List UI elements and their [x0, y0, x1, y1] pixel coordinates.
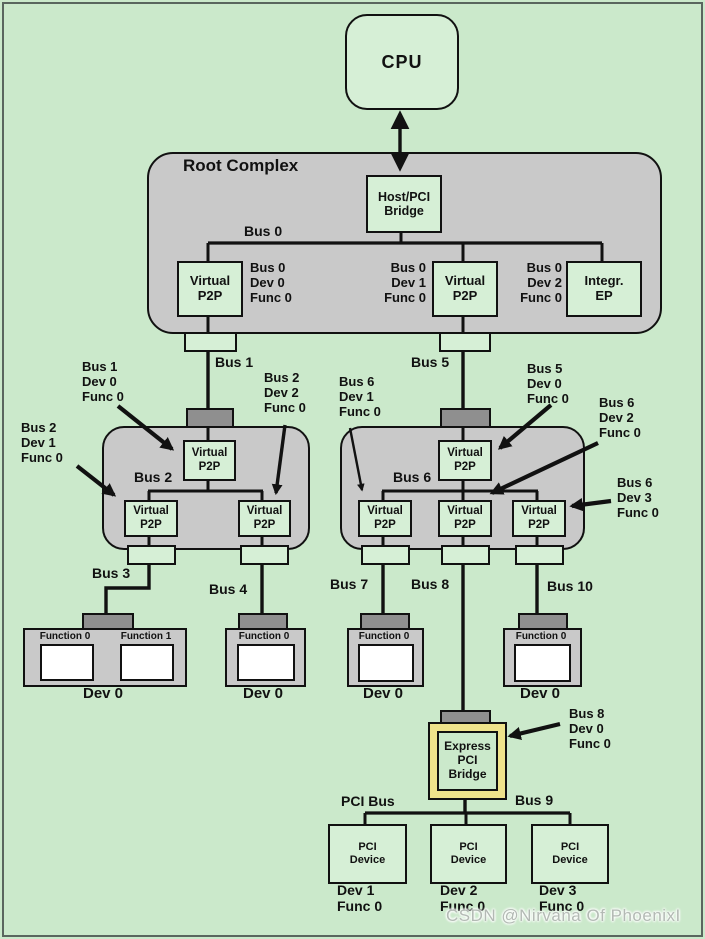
- left-switch-upstream-port: [186, 408, 234, 428]
- bus2-dev1-arrow: [75, 464, 117, 497]
- bus0-label: Bus 0: [244, 223, 283, 239]
- left-switch-port-b: [240, 545, 289, 565]
- callout-bus6-dev2: Bus 6 Dev 2 Func 0: [599, 395, 641, 440]
- bus4-label: Bus 4: [209, 581, 248, 597]
- right-switch-upstream-port: [440, 408, 491, 428]
- cpu-label: CPU: [381, 51, 423, 72]
- root-virtual-p2p-left: Virtual P2P: [177, 261, 243, 317]
- left-switch-vp2p-b: Virtual P2P: [238, 500, 291, 537]
- endpoint-b-function0-label: Function 0: [238, 631, 290, 642]
- bus1-dev0-arrow: [116, 404, 175, 451]
- pci-device-3-bdf: Dev 3 Func 0: [539, 882, 585, 914]
- bus9-label: Bus 9: [515, 792, 554, 808]
- bus5-dev0-arrow: [497, 403, 553, 450]
- callout-bus1-dev0: Bus 1 Dev 0 Func 0: [82, 359, 124, 404]
- left-switch-port-a: [127, 545, 176, 565]
- endpoint-c-dev0-label: Dev 0: [362, 685, 404, 702]
- callout-bus2-dev1: Bus 2 Dev 1 Func 0: [21, 420, 63, 465]
- right-switch-vp2p-c: Virtual P2P: [512, 500, 566, 537]
- bus6-dev3-arrow: [569, 497, 612, 512]
- bus7-label: Bus 7: [330, 576, 369, 592]
- right-switch-vp2p-b: Virtual P2P: [438, 500, 492, 537]
- pci-device-1-box: PCI Device: [328, 824, 407, 884]
- bus1-label: Bus 1: [215, 354, 254, 370]
- pci-bus-label: PCI Bus: [341, 793, 395, 809]
- csdn-watermark: CSDN @Nirvana Of PhoenixI: [446, 906, 681, 925]
- callout-bus6-dev1: Bus 6 Dev 1 Func 0: [339, 374, 381, 419]
- right-switch-port-b: [441, 545, 490, 565]
- root-bdf-dev2-label: Bus 0 Dev 2 Func 0: [520, 260, 562, 305]
- root-complex-title: Root Complex: [183, 156, 299, 175]
- endpoint-a-function0-label: Function 0: [39, 631, 91, 642]
- express-pci-bridge-box: Express PCI Bridge: [437, 731, 498, 791]
- pci-device-2-box: PCI Device: [430, 824, 507, 884]
- bus-tree-lines: [104, 110, 604, 824]
- callout-bus5-dev0: Bus 5 Dev 0 Func 0: [527, 361, 569, 406]
- bus3-label: Bus 3: [92, 565, 131, 581]
- endpoint-a-function1-label: Function 1: [120, 631, 172, 642]
- right-switch-top-vp2p: Virtual P2P: [438, 440, 492, 481]
- right-switch-port-a: [361, 545, 410, 565]
- endpoint-a-dev0-label: Dev 0: [82, 685, 124, 702]
- endpoint-d-function0-box: [514, 644, 571, 682]
- bus5-label: Bus 5: [411, 354, 450, 370]
- endpoint-c-function0-box: [358, 644, 414, 682]
- endpoint-d-function0-label: Function 0: [515, 631, 567, 642]
- endpoint-a-function0-box: [40, 644, 94, 681]
- endpoint-c-function0-label: Function 0: [358, 631, 410, 642]
- endpoint-a-function1-box: [120, 644, 174, 681]
- endpoint-b-function0-box: [237, 644, 295, 681]
- bus2-label: Bus 2: [134, 469, 173, 485]
- right-switch-vp2p-a: Virtual P2P: [358, 500, 412, 537]
- pci-device-2-bdf: Dev 2 Func 0: [440, 882, 486, 914]
- left-switch-vp2p-a: Virtual P2P: [124, 500, 178, 537]
- bus6-label: Bus 6: [393, 469, 432, 485]
- host-pci-bridge-box: Host/PCI Bridge: [366, 175, 442, 233]
- bus6-dev2-arrow: [489, 441, 599, 495]
- right-switch-port-c: [515, 545, 564, 565]
- endpoint-b-dev0-label: Dev 0: [242, 685, 284, 702]
- bus8-dev0-arrow: [507, 721, 561, 741]
- root-bdf-dev0-label: Bus 0 Dev 0 Func 0: [250, 260, 292, 305]
- cpu-box: CPU: [345, 14, 459, 110]
- bus6-dev1-arrow: [348, 427, 365, 492]
- bus8-label: Bus 8: [411, 576, 450, 592]
- bus2-dev2-arrow: [271, 424, 287, 496]
- left-switch-top-vp2p: Virtual P2P: [183, 440, 236, 481]
- root-port-tab-right: [439, 332, 491, 352]
- callout-bus8-dev0: Bus 8 Dev 0 Func 0: [569, 706, 611, 751]
- root-virtual-p2p-right: Virtual P2P: [432, 261, 498, 317]
- pci-device-1-bdf: Dev 1 Func 0: [337, 882, 383, 914]
- pci-device-3-box: PCI Device: [531, 824, 609, 884]
- bus3-line: [104, 560, 151, 614]
- callout-arrows: [75, 403, 612, 741]
- integrated-endpoint-box: Integr. EP: [566, 261, 642, 317]
- callout-bus6-dev3: Bus 6 Dev 3 Func 0: [617, 475, 659, 520]
- root-bdf-dev1-label: Bus 0 Dev 1 Func 0: [384, 260, 426, 305]
- root-port-tab-left: [184, 332, 237, 352]
- endpoint-d-dev0-label: Dev 0: [519, 685, 561, 702]
- callout-bus2-dev2: Bus 2 Dev 2 Func 0: [264, 370, 306, 415]
- bus10-label: Bus 10: [547, 578, 593, 594]
